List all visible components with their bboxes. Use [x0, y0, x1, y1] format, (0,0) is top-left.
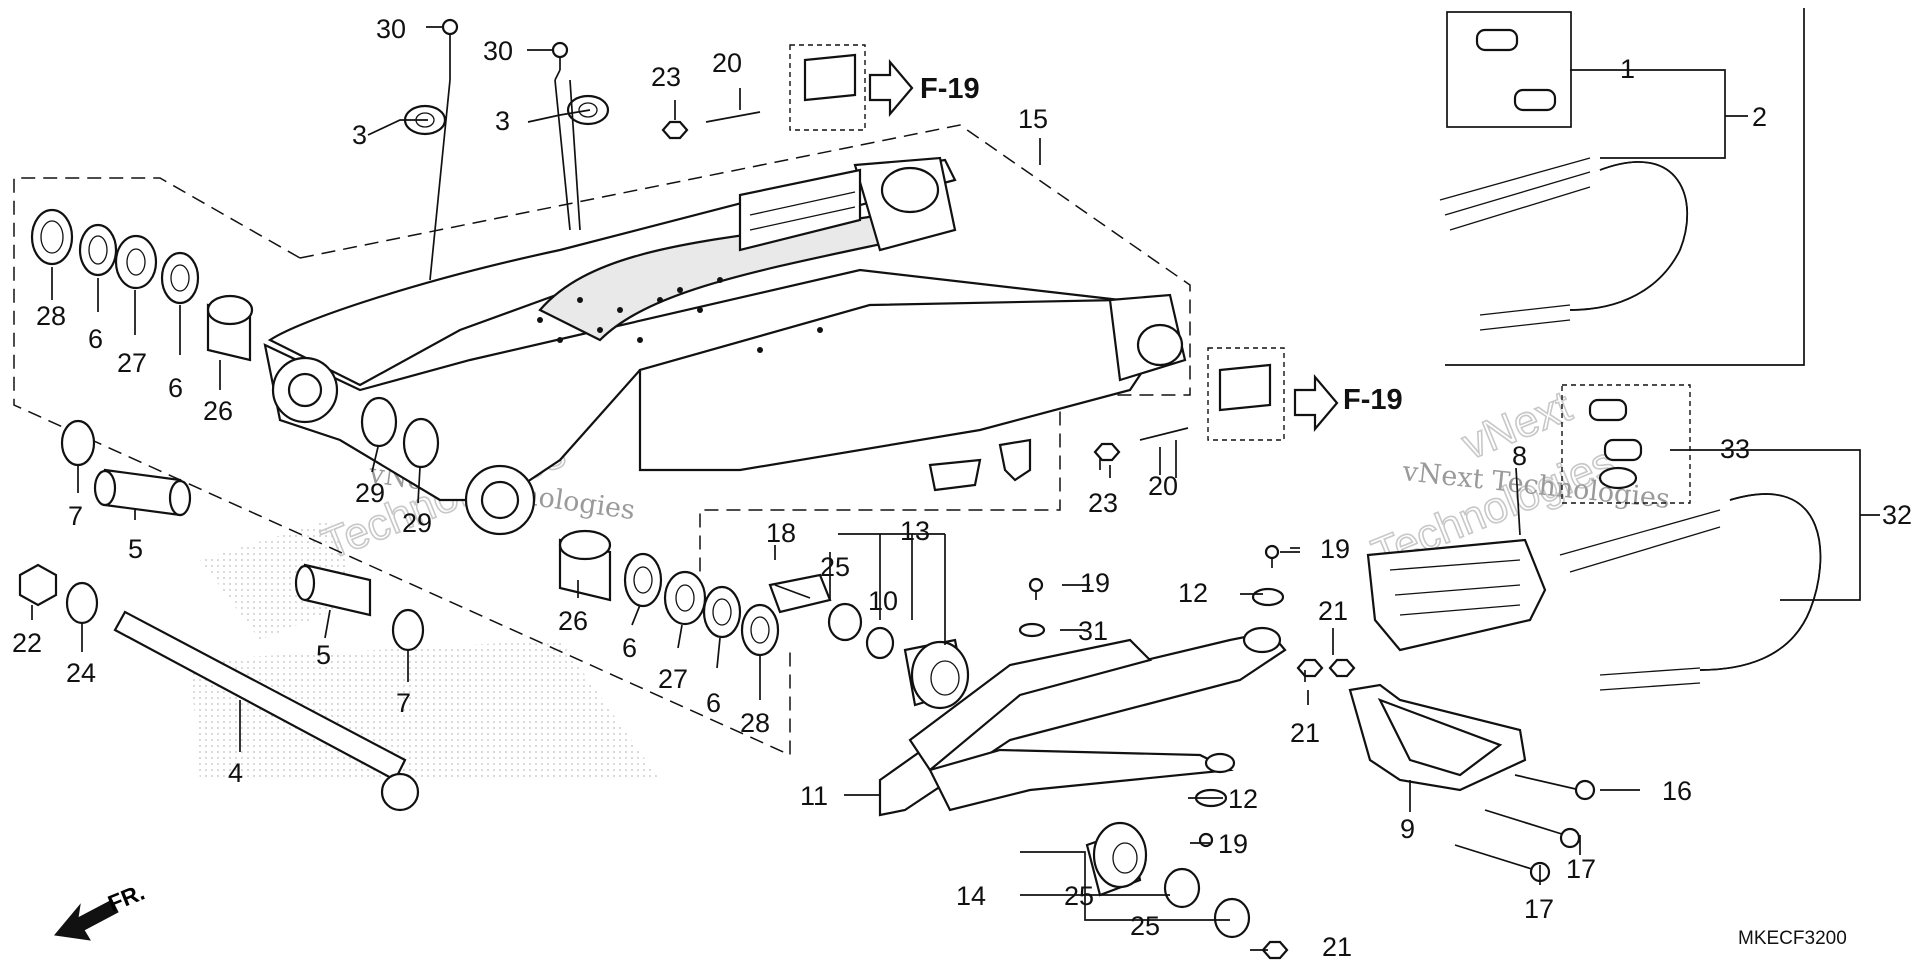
callout-5b: 5 — [316, 640, 331, 670]
callout-19a: 19 — [1080, 568, 1110, 598]
callout-15: 15 — [1018, 104, 1048, 134]
callout-27a: 27 — [117, 348, 147, 378]
callout-6b: 6 — [168, 373, 183, 403]
leader-lines — [31, 26, 1880, 951]
callout-14: 14 — [956, 881, 986, 911]
callout-11: 11 — [800, 781, 828, 811]
callout-21b: 21 — [1290, 718, 1320, 748]
callout-3a: 3 — [352, 120, 367, 150]
callout-4: 4 — [228, 758, 243, 788]
callout-13: 13 — [900, 516, 930, 546]
callout-30a: 30 — [376, 14, 406, 44]
callout-5a: 5 — [128, 534, 143, 564]
callout-21a: 21 — [1318, 596, 1348, 626]
assembly-outlines — [13, 44, 1285, 757]
callout-28a: 28 — [36, 301, 66, 331]
callout-16: 16 — [1662, 776, 1692, 806]
callout-27b: 27 — [658, 664, 688, 694]
hardware — [403, 18, 1596, 960]
callout-6c: 6 — [622, 633, 637, 663]
callout-25c: 25 — [1130, 911, 1160, 941]
callout-29a: 29 — [355, 478, 385, 508]
callout-25a: 25 — [820, 552, 850, 582]
front-arrow: FR. — [54, 879, 148, 941]
callout-9: 9 — [1400, 814, 1415, 844]
callout-20b: 20 — [1148, 471, 1178, 501]
callout-21c: 21 — [1322, 932, 1352, 960]
chain-slider — [878, 626, 1287, 817]
callout-17a: 17 — [1566, 854, 1596, 884]
callout-31: 31 — [1078, 616, 1108, 646]
callout-23b: 23 — [1088, 488, 1118, 518]
callout-7a: 7 — [68, 501, 83, 531]
callout-30b: 30 — [483, 36, 513, 66]
callout-20a: 20 — [712, 48, 742, 78]
callout-22: 22 — [12, 628, 42, 658]
callout-6a: 6 — [88, 324, 103, 354]
callout-12b: 12 — [1228, 784, 1258, 814]
callout-26a: 26 — [203, 396, 233, 426]
callout-29b: 29 — [402, 508, 432, 538]
left-pivot-parts — [18, 208, 440, 812]
callout-28b: 28 — [740, 708, 770, 738]
callout-25b: 25 — [1064, 881, 1094, 911]
front-indicator: FR. — [104, 879, 148, 917]
drive-chains — [1439, 28, 1822, 691]
callout-8: 8 — [1512, 441, 1527, 471]
callout-numbers: 30 30 3 3 23 20 15 1 2 28 6 27 6 26 7 5 … — [12, 14, 1912, 960]
ref-label-f19-top: F-19 — [920, 73, 980, 105]
callout-10: 10 — [868, 586, 898, 616]
callout-12a: 12 — [1178, 578, 1208, 608]
callout-24: 24 — [66, 658, 96, 688]
callout-33: 33 — [1720, 434, 1750, 464]
background-logo-ghost — [190, 520, 660, 780]
callout-3b: 3 — [495, 106, 510, 136]
diagram-code: MKECF3200 — [1738, 928, 1847, 949]
swingarm — [263, 156, 1187, 536]
callout-18: 18 — [766, 518, 796, 548]
callout-2: 2 — [1752, 102, 1767, 132]
chain-box — [1445, 8, 1805, 504]
callout-23a: 23 — [651, 62, 681, 92]
callout-19c: 19 — [1320, 534, 1350, 564]
right-pivot-parts — [558, 529, 780, 657]
callout-19b: 19 — [1218, 829, 1248, 859]
callout-17b: 17 — [1524, 894, 1554, 924]
callout-1: 1 — [1620, 54, 1635, 84]
chain-guide — [1348, 538, 1547, 792]
ref-label-f19-right: F-19 — [1343, 384, 1403, 416]
callout-32: 32 — [1882, 500, 1912, 530]
callout-7b: 7 — [396, 688, 411, 718]
callout-26b: 26 — [558, 606, 588, 636]
callout-6d: 6 — [706, 688, 721, 718]
